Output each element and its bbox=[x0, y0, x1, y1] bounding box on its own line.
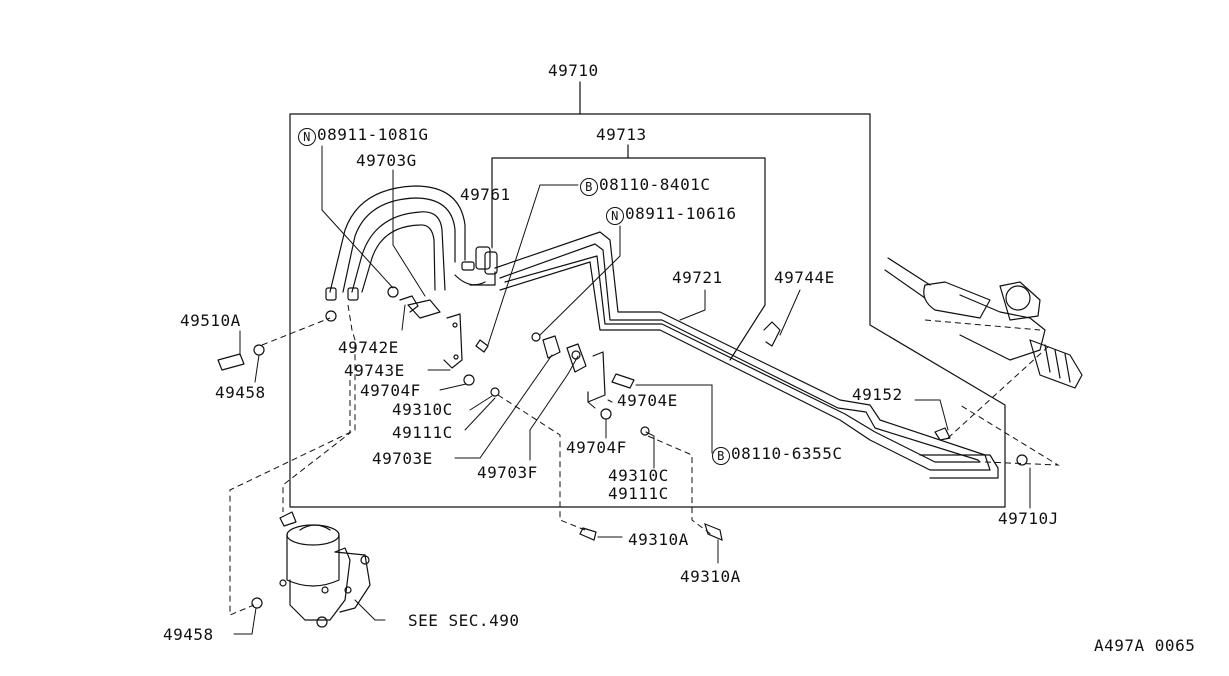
return-tube bbox=[494, 231, 999, 479]
label-49704F-left: 49704F bbox=[360, 381, 421, 400]
label-49744E: 49744E bbox=[774, 268, 835, 287]
label-49458-lower: 49458 bbox=[163, 625, 214, 644]
label-49111C-right: 49111C bbox=[608, 484, 669, 503]
label-49310C-right: 49310C bbox=[608, 466, 669, 485]
callout-part-number: 08110-6355C bbox=[731, 444, 843, 463]
label-49710: 49710 bbox=[548, 61, 599, 80]
label-49510A: 49510A bbox=[180, 311, 241, 330]
label-49704F-right: 49704F bbox=[566, 438, 627, 457]
label-49458-upper: 49458 bbox=[215, 383, 266, 402]
label-49713: 49713 bbox=[596, 125, 647, 144]
nut-symbol-icon: N bbox=[298, 128, 316, 146]
callout-part-number: 08110-8401C bbox=[599, 175, 711, 194]
reservoir-tank bbox=[279, 511, 371, 628]
label-49703F: 49703F bbox=[477, 463, 538, 482]
assembly-frame-49710 bbox=[289, 113, 1006, 508]
bracket-49703E bbox=[542, 335, 561, 359]
label-49742E: 49742E bbox=[338, 338, 399, 357]
label-49710J: 49710J bbox=[998, 509, 1059, 528]
bolt-symbol-icon: B bbox=[712, 447, 730, 465]
see-section-note: SEE SEC.490 bbox=[408, 611, 520, 630]
label-49761: 49761 bbox=[460, 185, 511, 204]
callout-part-number: 08911-1081G bbox=[317, 125, 429, 144]
label-49704E: 49704E bbox=[617, 391, 678, 410]
clip-49742E bbox=[399, 295, 419, 313]
callout-part-number: 08911-10616 bbox=[625, 204, 737, 223]
label-49703E: 49703E bbox=[372, 449, 433, 468]
nut-symbol-icon: N bbox=[606, 207, 624, 225]
label-49310A-right: 49310A bbox=[680, 567, 741, 586]
pressure-hose bbox=[329, 185, 466, 293]
drawing-code: A497A 0065 bbox=[1094, 636, 1196, 655]
label-49111C-left: 49111C bbox=[392, 423, 453, 442]
steering-gear bbox=[884, 257, 1083, 389]
label-49310A-left: 49310A bbox=[628, 530, 689, 549]
bolt-49510A bbox=[217, 353, 245, 371]
label-49310C-left: 49310C bbox=[392, 400, 453, 419]
bracket-49713 bbox=[491, 157, 766, 361]
label-49703G: 49703G bbox=[356, 151, 417, 170]
bolt-symbol-icon: B bbox=[580, 178, 598, 196]
label-49743E: 49743E bbox=[344, 361, 405, 380]
bracket-49704E bbox=[587, 351, 606, 403]
bracket-49743E bbox=[443, 313, 463, 369]
bracket-49703F bbox=[566, 343, 587, 373]
clip-49744E bbox=[763, 321, 781, 347]
label-49152: 49152 bbox=[852, 385, 903, 404]
label-49721: 49721 bbox=[672, 268, 723, 287]
